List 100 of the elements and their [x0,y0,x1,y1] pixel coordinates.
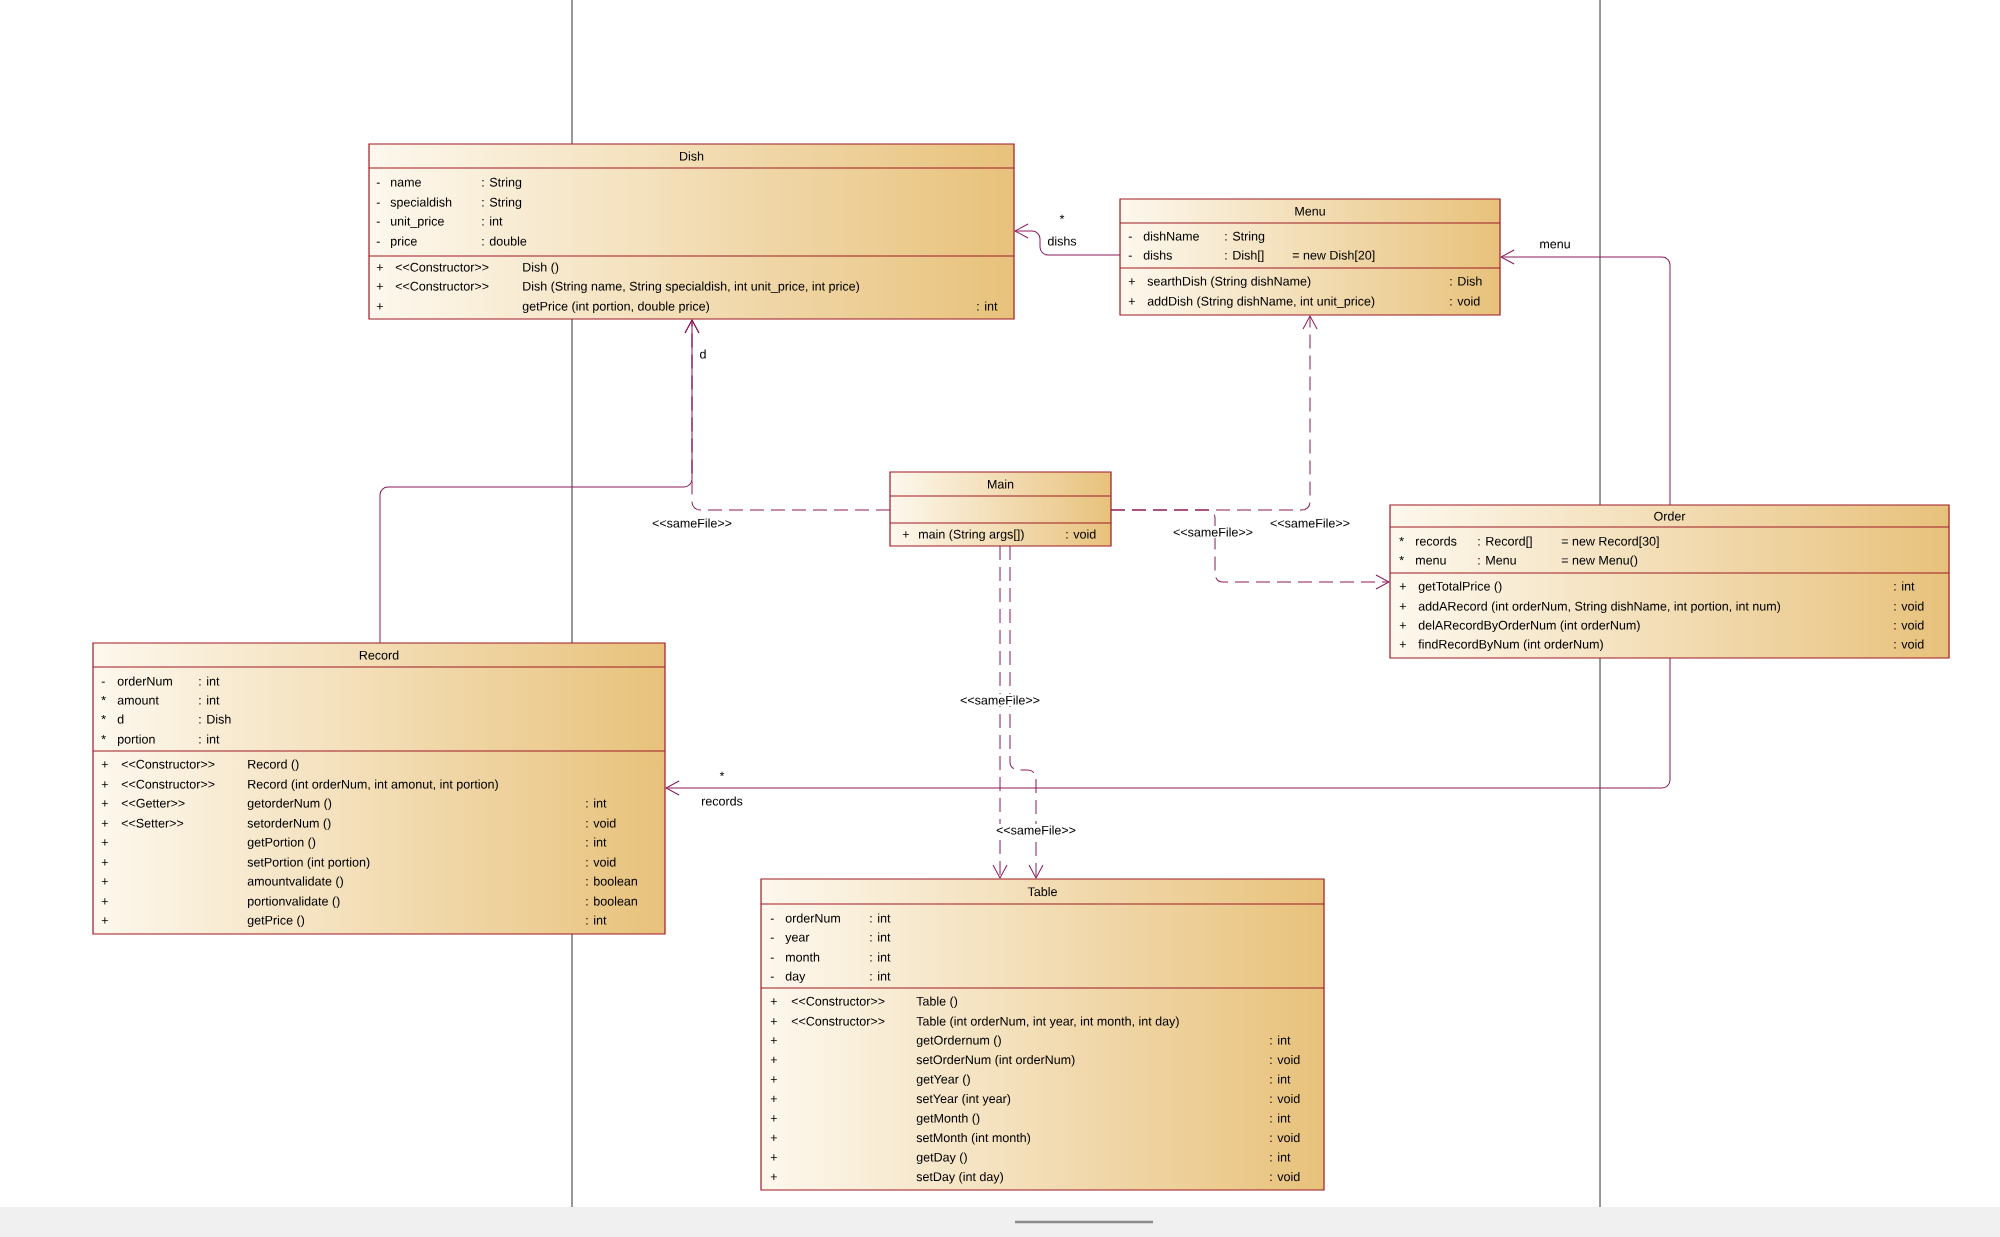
operation-row: + main (String args[]) : void [902,529,1096,542]
node-label: dishs [1143,250,1172,260]
node-label: main (String args[]) [919,529,1024,542]
node-label: : Dish [1450,276,1482,286]
node-label: = new Menu() [1561,555,1638,568]
node-label: records [1416,536,1457,546]
association-arrow [1014,223,1121,256]
edge-label: dishs [1045,234,1079,248]
node-label: - [770,937,774,939]
node-label: getYear () [916,1074,970,1087]
dependency-arrow [1009,545,1044,879]
node-label: Record (int orderNum, int amonut, int portion) [248,779,498,792]
attribute-row: * amount : int [101,695,220,705]
node-label: : int [870,932,891,942]
edge-label: <<sameFile>> [650,516,734,530]
node-label: + [770,1076,777,1083]
node-label: + [101,820,108,827]
node-label: : int [1894,581,1915,591]
node-label: : Dish[] [1225,250,1264,263]
node-label: - [376,221,380,223]
class-name: Order [1654,511,1686,521]
node-label: searthDish (String dishName) [1147,276,1311,289]
attribute-row: - orderNum : int [770,913,891,923]
node-label: + [101,917,108,924]
node-label: : int [199,695,220,705]
node-label: : double [482,236,527,246]
node-label: setorderNum () [247,818,331,831]
node-label: Dish (String name, String specialdish, int unit_price, int price) [523,281,860,294]
node-label: year [785,934,810,945]
node-label: + [376,264,383,271]
node-label: = new Dish[20] [1292,250,1375,263]
node-label: getorderNum () [247,798,332,811]
node-label: name [391,179,421,187]
operation-row: + setOrderNum (int orderNum) : void [770,1054,1300,1067]
node-label: portionvalidate () [248,896,340,909]
operation-row: + <<Getter>> getorderNum () : int [101,798,607,811]
operation-row: + searthDish (String dishName) : Dish [1128,276,1482,289]
node-label: * [101,695,106,701]
node-label: : Record[] [1478,536,1532,549]
node-label: : int [870,971,891,981]
node-label: <<Constructor>> [121,759,215,769]
operation-row: + getPortion () : int [101,837,607,850]
node-label: + [1399,603,1406,610]
operation-row: + addDish (String dishName, int unit_price) : void [1128,296,1480,309]
node-label: getDay () [916,1152,967,1165]
node-label: getPrice () [247,915,305,928]
node-label: + [101,859,108,866]
attribute-row: - day : int [770,971,891,984]
node-label: + [770,1018,777,1025]
node-label: - [376,182,380,184]
node-label: + [902,531,909,538]
class-name: Dish [680,151,704,161]
operation-row: + <<Constructor>> Dish () [376,262,559,275]
edge-label: <<sameFile>> [958,693,1042,707]
node-label: + [1399,583,1406,590]
node-label: + [376,303,383,310]
node-label: + [101,839,108,846]
node-label: : Dish [199,714,231,724]
node-label: day [785,971,806,984]
association-arrow [1500,249,1671,506]
node-label: + [376,283,383,290]
attribute-row: * d : Dish [101,714,231,724]
operation-row: + amountvalidate () : boolean [101,876,637,889]
operation-row: + getMonth () : int [770,1113,1291,1126]
node-label: : int [1270,1152,1291,1162]
operation-row: + <<Constructor>> Table (int orderNum, int year, int month, int day) [770,1016,1179,1029]
node-label: - [770,957,774,959]
node-label: : void [1270,1093,1300,1104]
node-label: * [101,714,106,720]
attribute-row: - price : double [376,236,527,249]
node-label: amount [117,696,159,705]
operation-row: + <<Constructor>> Record () [101,759,299,772]
node-label: + [101,761,108,768]
node-label: - [1128,255,1132,257]
node-label: + [770,1095,777,1102]
node-label: : void [1066,529,1096,539]
attribute-row: * menu : Menu = new Menu() [1399,555,1638,568]
node-label: getOrdernum () [916,1035,1001,1048]
node-label: : int [977,301,998,311]
class-box [1119,198,1501,316]
node-label: portion [118,734,155,747]
edge-label: <<sameFile>> [1171,525,1255,539]
node-label: getTotalPrice () [1418,581,1502,594]
operation-row: + portionvalidate () : boolean [101,896,637,909]
node-label: getPrice (int portion, double price) [522,301,709,314]
node-label: + [770,1037,777,1044]
operation-row: + setMonth (int month) : void [770,1132,1300,1145]
node-label: addARecord (int orderNum, String dishName, int portion, int num) [1418,601,1781,614]
node-label: month [786,952,820,962]
node-label: : Menu [1478,555,1516,565]
class-box [368,143,1015,320]
node-label: : int [1270,1074,1291,1084]
edge-label: d [698,347,708,361]
node-label: : int [199,734,220,744]
operation-row: + <<Constructor>> Table () [770,996,958,1009]
node-label: findRecordByNum (int orderNum) [1418,639,1603,652]
dependency-arrow [1110,509,1390,590]
node-label: + [770,1115,777,1122]
node-label: <<Constructor>> [395,281,489,291]
node-label: * [1399,536,1404,542]
